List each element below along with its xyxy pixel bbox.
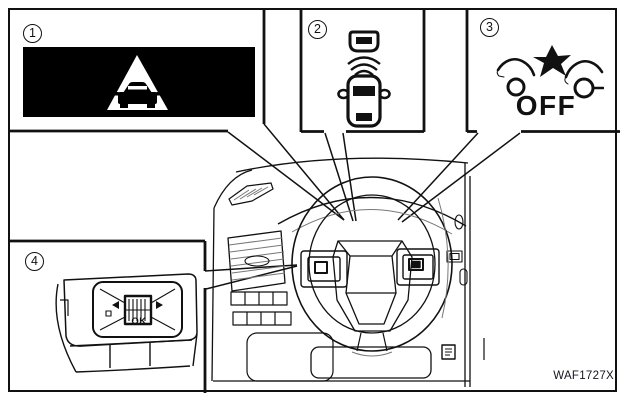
callout-3-number-text: 3 <box>486 20 493 35</box>
collision-warning-off-icon <box>496 45 604 99</box>
ok-scroll-pad <box>92 281 183 338</box>
vehicle-distance-radar-icon <box>337 30 391 128</box>
steering-wheel <box>291 176 453 357</box>
left-right-ok-scroll-pad-icon <box>55 273 198 373</box>
callout-box-borders <box>9 9 620 393</box>
vehicle-ahead-triangle-icon <box>107 55 168 110</box>
diagram-frame <box>8 8 617 392</box>
warning-display <box>23 47 255 117</box>
instrument-cluster-hood <box>277 196 467 235</box>
callout-4-number-text: 4 <box>31 254 38 269</box>
callout-3-pointer <box>397 132 521 223</box>
callout-1-number: 1 <box>23 24 42 43</box>
callout-1-number-text: 1 <box>29 26 36 41</box>
callout-2-pointer <box>324 132 357 222</box>
steering-wheel-left-switch <box>300 250 348 288</box>
ok-label: OK <box>131 316 147 327</box>
right-arrow-icon <box>156 301 163 309</box>
callout-2-number-text: 2 <box>314 22 321 37</box>
dashboard-switches <box>230 291 334 382</box>
steering-wheel-right-switch <box>396 248 440 286</box>
callout-1-pointer <box>227 123 345 221</box>
callout-4-number: 4 <box>25 252 44 271</box>
collision-star-icon <box>533 45 571 77</box>
dashboard-details <box>310 197 468 379</box>
callout-pointers <box>204 123 521 290</box>
off-label: OFF <box>515 90 577 121</box>
left-arrow-icon <box>112 301 119 309</box>
air-vent-icon <box>227 182 286 292</box>
callout-3-number: 3 <box>480 18 499 37</box>
steering-wheel-hub <box>332 240 413 332</box>
callout-2-number: 2 <box>308 20 327 39</box>
figure-code-label: WAF1727X <box>553 370 614 382</box>
